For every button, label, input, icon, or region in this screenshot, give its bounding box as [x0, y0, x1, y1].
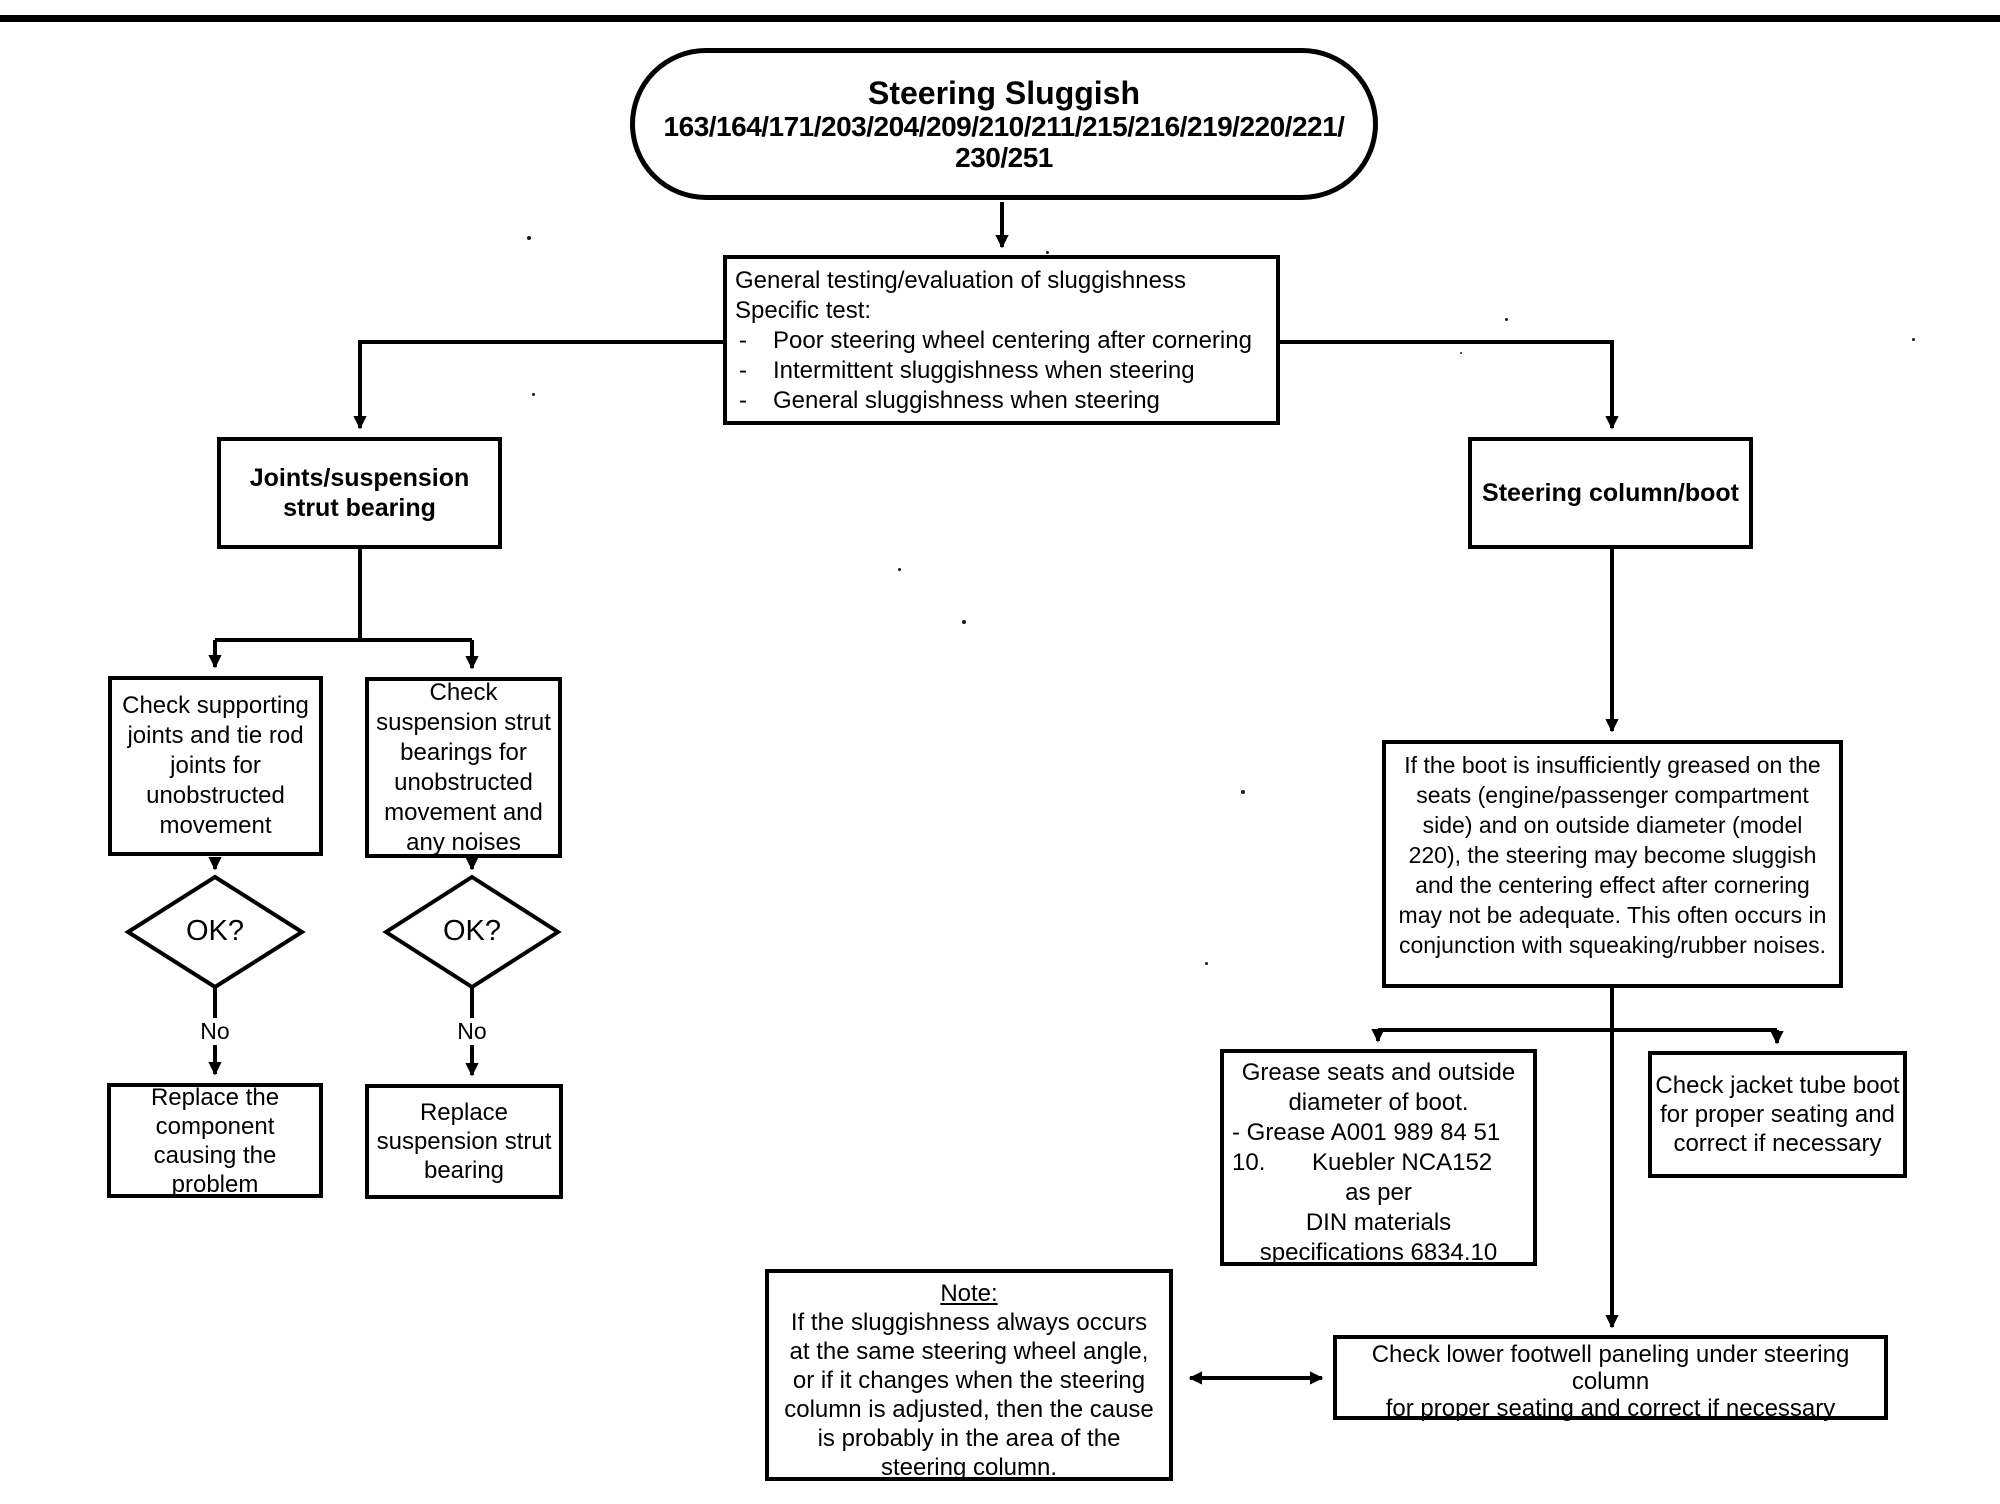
- scan-speck: [962, 620, 966, 624]
- grease-line: specifications 6834.10: [1259, 1239, 1498, 1266]
- scan-speck: [1205, 962, 1208, 965]
- bullet-text: Intermittent sluggishness when steering: [773, 357, 1195, 384]
- branch-label: Joints/suspension strut bearing: [249, 464, 470, 522]
- check-jacket-tube-node: Check jacket tube boot for proper seatin…: [1648, 1051, 1907, 1178]
- bullet-dash: -: [739, 387, 747, 414]
- page-top-rule: [0, 15, 2000, 22]
- check-strut-text: Check suspension strut bearings for unob…: [376, 678, 551, 856]
- replace-strut-text: Replace suspension strut bearing: [376, 1099, 552, 1184]
- scan-speck: [1460, 352, 1462, 354]
- replace-strut-bearing-node: Replace suspension strut bearing: [365, 1084, 563, 1199]
- bullet-dash: -: [739, 357, 747, 384]
- boot-grease-info-text: If the boot is insufficiently greased on…: [1398, 752, 1827, 958]
- check-footwell-paneling-node: Check lower footwell paneling under stee…: [1333, 1335, 1888, 1422]
- decision-ok-label-left: OK?: [185, 915, 245, 947]
- branch-joints-suspension: Joints/suspension strut bearing: [217, 437, 502, 549]
- bullet-text: General sluggishness when steering: [773, 387, 1160, 414]
- check-supporting-joints-node: Check supporting joints and tie rod join…: [108, 676, 323, 856]
- test-bullet: - Poor steering wheel centering after co…: [735, 326, 1268, 356]
- boot-grease-info-node: If the boot is insufficiently greased on…: [1382, 740, 1843, 988]
- specific-test-line: Specific test:: [735, 297, 872, 324]
- flowchart-title: Steering Sluggish: [867, 75, 1141, 111]
- no-branch-label-right: No: [442, 1018, 502, 1045]
- model-codes-line1: 163/164/171/203/204/209/210/211/215/216/…: [663, 111, 1345, 142]
- note-title: Note:: [940, 1280, 998, 1307]
- test-bullet: - General sluggishness when steering: [735, 386, 1268, 416]
- general-testing-line: General testing/evaluation of sluggishne…: [735, 267, 1186, 294]
- scan-speck: [527, 236, 531, 240]
- grease-line: diameter of boot.: [1288, 1089, 1469, 1116]
- note-node: Note: If the sluggishness always occurs …: [765, 1269, 1173, 1481]
- connector-general-to-steering-column: [1278, 340, 1619, 430]
- scan-speck: [1241, 790, 1245, 794]
- bullet-text: Poor steering wheel centering after corn…: [773, 327, 1252, 354]
- connector-bootinfo-split: [1378, 988, 1777, 1032]
- replace-component-node: Replace the component causing the proble…: [107, 1083, 323, 1198]
- footwell-line2: for proper seating and correct if necess…: [1385, 1395, 1836, 1422]
- connector-general-to-joints: [353, 340, 725, 430]
- grease-spec-node: Grease seats and outside diameter of boo…: [1220, 1049, 1537, 1266]
- scan-speck: [532, 393, 535, 396]
- scan-speck: [1505, 318, 1508, 321]
- scan-speck: [898, 568, 901, 571]
- decision-ok-label-right: OK?: [442, 915, 502, 947]
- footwell-line1: Check lower footwell paneling under stee…: [1371, 1341, 1850, 1395]
- note-text: If the sluggishness always occurs at the…: [784, 1309, 1154, 1481]
- grease-line: Grease seats and outside: [1241, 1059, 1516, 1086]
- grease-line: as per: [1345, 1179, 1412, 1206]
- grease-line: - Grease A001 989 84 51: [1232, 1119, 1501, 1146]
- no-branch-label-left: No: [185, 1018, 245, 1045]
- test-bullet: - Intermittent sluggishness when steerin…: [735, 356, 1268, 386]
- branch-steering-column-boot: Steering column/boot: [1468, 437, 1753, 549]
- connector-joints-split: [215, 549, 472, 642]
- check-supporting-text: Check supporting joints and tie rod join…: [122, 692, 309, 839]
- grease-line: DIN materials: [1305, 1209, 1452, 1236]
- grease-line: 10. Kuebler NCA152: [1232, 1149, 1493, 1176]
- model-codes-line2: 230/251: [955, 142, 1053, 173]
- start-node-steering-sluggish: Steering Sluggish 163/164/171/203/204/20…: [630, 48, 1378, 200]
- check-strut-bearings-node: Check suspension strut bearings for unob…: [365, 677, 562, 858]
- general-testing-node: General testing/evaluation of sluggishne…: [723, 255, 1280, 425]
- branch-label: Steering column/boot: [1482, 478, 1739, 507]
- bullet-dash: -: [739, 327, 747, 354]
- replace-component-text: Replace the component causing the proble…: [150, 1083, 280, 1198]
- scan-speck: [1046, 251, 1049, 254]
- scan-speck: [1912, 338, 1915, 341]
- check-jacket-text: Check jacket tube boot for proper seatin…: [1655, 1072, 1900, 1157]
